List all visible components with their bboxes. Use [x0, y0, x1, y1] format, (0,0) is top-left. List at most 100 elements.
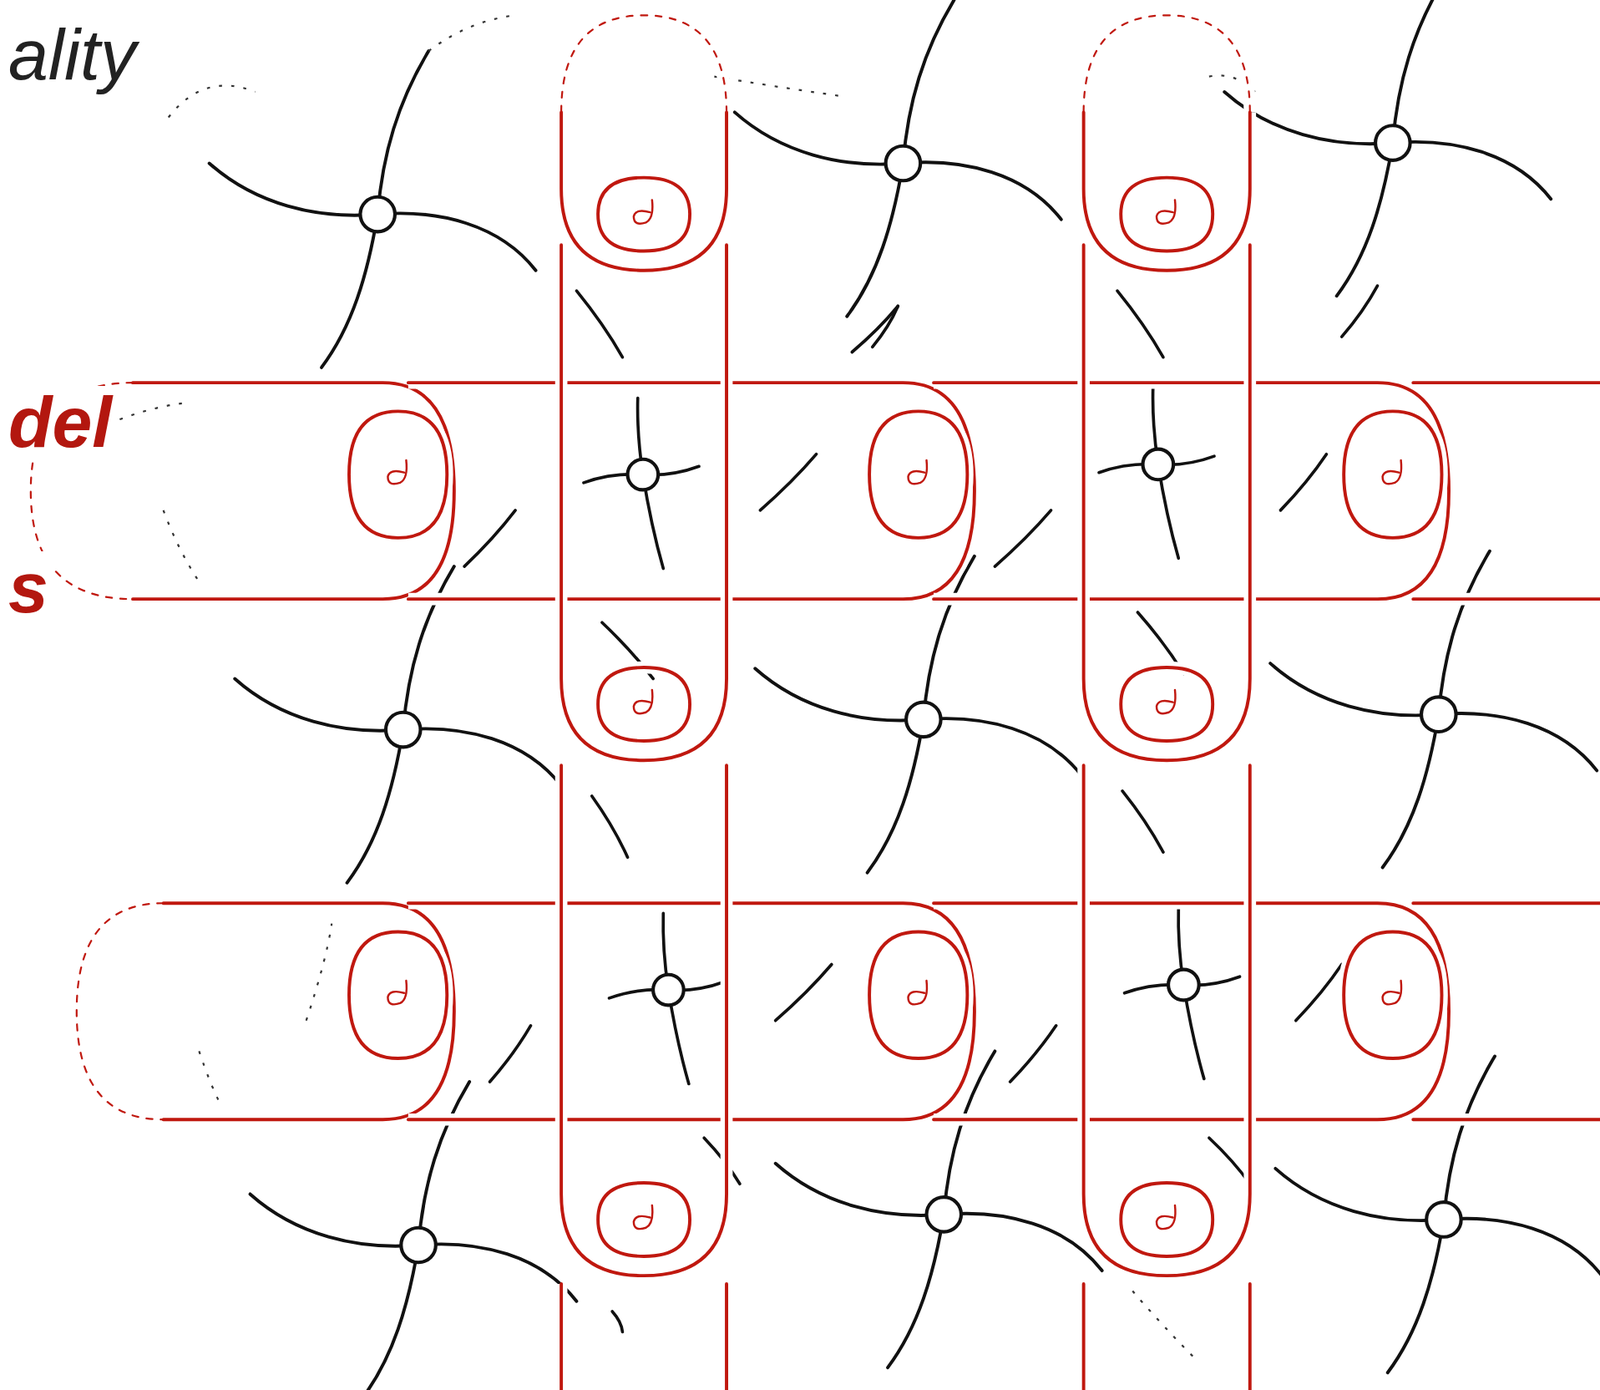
loop-symbol	[1382, 980, 1402, 1004]
strand-segment	[1296, 964, 1342, 1021]
slide-text: ality	[5, 18, 140, 91]
dashed-strand	[428, 15, 516, 51]
dashed-strand	[168, 85, 256, 117]
crossing-gap	[1120, 667, 1213, 741]
crossing-gap	[1343, 931, 1442, 1058]
strand-segment	[1122, 790, 1164, 852]
crossing-gap	[561, 244, 727, 760]
vertex	[1426, 1201, 1462, 1237]
red-loop	[408, 382, 975, 599]
strand	[321, 214, 378, 368]
strand	[377, 50, 429, 214]
crossing-gap	[1412, 382, 1600, 599]
loop-symbol	[1156, 199, 1175, 223]
strand-segment	[576, 290, 623, 357]
loop-symbol	[633, 199, 653, 223]
red-loop	[132, 382, 455, 599]
strand-segment	[872, 306, 899, 348]
strand	[754, 668, 924, 720]
red-loop	[1120, 667, 1213, 741]
red-loop	[1083, 244, 1251, 760]
strand	[1382, 713, 1439, 867]
crossing-gap	[132, 382, 455, 599]
red-loop	[559, 1283, 563, 1390]
strand	[902, 0, 954, 163]
slide-text: s	[5, 551, 52, 623]
crossing-gap	[1120, 1182, 1213, 1256]
loop-symbol	[1382, 460, 1402, 484]
crossing-gap	[349, 931, 447, 1058]
red-loop	[561, 15, 727, 112]
red-loop	[561, 764, 727, 1276]
crossing-gap	[720, 1283, 734, 1390]
slide-text: del	[5, 385, 116, 458]
vertex	[906, 702, 942, 738]
loop-symbol	[1156, 1205, 1175, 1229]
red-loop	[1083, 15, 1251, 112]
dashed-strand	[713, 76, 847, 97]
crossing-gap	[1083, 244, 1251, 760]
vertex	[886, 146, 922, 182]
crossing-gap	[349, 410, 447, 537]
crossing-gap	[561, 764, 727, 1276]
red-loop	[597, 177, 690, 252]
loop-symbol	[1156, 689, 1175, 714]
strand	[1392, 0, 1444, 143]
red-loop	[349, 410, 447, 537]
red-loop	[1083, 111, 1251, 270]
strand-segment	[759, 454, 816, 511]
red-loop	[869, 931, 968, 1058]
strand	[347, 729, 404, 883]
dashed-strand	[1132, 1290, 1199, 1363]
crossing-gap	[408, 382, 975, 599]
crossing-gap	[933, 902, 1449, 1119]
red-loop	[408, 902, 975, 1119]
red-loop	[561, 244, 727, 760]
vertex	[1421, 696, 1457, 732]
loop-symbol	[633, 689, 653, 714]
strand	[1275, 1168, 1444, 1221]
red-loop	[1120, 1182, 1213, 1256]
crossing-gap	[1412, 902, 1600, 1119]
crossing-gap	[1083, 111, 1251, 270]
strand	[1438, 713, 1597, 770]
red-loop	[597, 667, 690, 741]
red-loop	[1412, 382, 1600, 599]
strand-segment	[775, 964, 832, 1021]
loop-symbol	[908, 460, 927, 484]
red-loop	[1412, 902, 1600, 1119]
loop-symbol	[633, 1205, 653, 1229]
crossing-gap	[1243, 1283, 1256, 1390]
strand-segment	[592, 795, 628, 857]
red-loop	[1082, 1283, 1086, 1390]
strand-segment	[612, 1311, 623, 1332]
strand	[943, 1213, 1102, 1271]
dashed-strand	[198, 1050, 219, 1102]
crossing-gap	[1083, 15, 1251, 112]
red-loop	[597, 1182, 690, 1256]
red-loop	[163, 902, 455, 1119]
strand-segment	[1117, 290, 1164, 357]
red-loop	[933, 902, 1449, 1119]
crossing-gap	[597, 1182, 690, 1256]
crossing-gap	[1343, 410, 1442, 537]
strand-segment	[851, 306, 898, 353]
crossing-gap	[1077, 1283, 1090, 1390]
vertex	[385, 712, 421, 748]
crossing-gap	[597, 177, 690, 252]
strand	[887, 1214, 944, 1368]
strand	[1443, 1218, 1600, 1276]
strand	[775, 1163, 945, 1216]
crossing-gap	[555, 1283, 568, 1390]
red-loop	[76, 902, 164, 1119]
vertices	[359, 125, 1461, 1262]
red-loop	[1343, 410, 1442, 537]
red-loop	[869, 410, 968, 537]
strand	[1438, 551, 1490, 714]
vertex	[400, 1227, 436, 1263]
crossing-gap	[76, 902, 164, 1119]
strand	[867, 718, 924, 872]
crossing-gap	[869, 931, 968, 1058]
strand	[1387, 1219, 1444, 1373]
